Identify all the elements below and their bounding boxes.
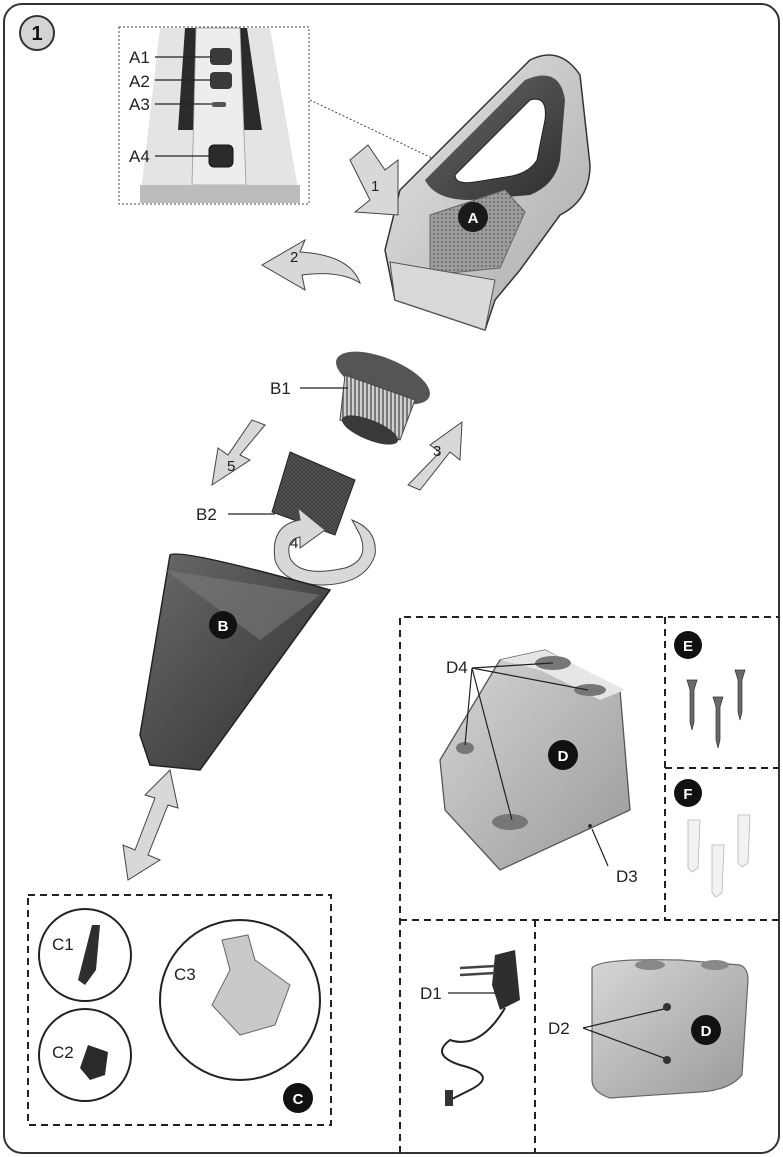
callout-c2: C2 bbox=[52, 1043, 74, 1062]
svg-text:4: 4 bbox=[290, 535, 298, 552]
screws-icon bbox=[686, 669, 746, 749]
arrow-3: 3 bbox=[407, 420, 463, 491]
attachment-double-arrow bbox=[122, 768, 179, 881]
callout-a4: A4 bbox=[129, 147, 150, 166]
callout-b2: B2 bbox=[196, 505, 217, 524]
wide-nozzle-icon bbox=[211, 934, 291, 1036]
callout-a2: A2 bbox=[129, 72, 150, 91]
arrow-5: 5 bbox=[211, 419, 266, 487]
svg-text:1: 1 bbox=[31, 23, 42, 45]
mode-switch bbox=[210, 72, 232, 89]
callout-d4: D4 bbox=[446, 658, 468, 677]
callout-a3: A3 bbox=[129, 95, 150, 114]
release-button bbox=[208, 144, 234, 168]
accessories-group: C1 C2 C3 C bbox=[27, 894, 332, 1126]
inset-leader bbox=[309, 99, 433, 159]
callout-d2: D2 bbox=[548, 1019, 570, 1038]
svg-text:2: 2 bbox=[290, 249, 298, 266]
pleated-filter: B1 bbox=[270, 351, 430, 445]
label-a: A bbox=[468, 210, 479, 227]
callout-c3: C3 bbox=[174, 965, 196, 984]
charge-indicator-icon bbox=[212, 102, 226, 107]
arrow-1: 1 bbox=[349, 144, 399, 216]
wall-plugs-icon bbox=[687, 814, 751, 898]
brush-tool-icon bbox=[80, 1045, 108, 1080]
arrow-4: 4 bbox=[273, 506, 376, 586]
mesh-prefilter: B2 bbox=[196, 451, 356, 536]
charging-base-rear: D bbox=[591, 959, 749, 1099]
step-number-badge: 1 bbox=[19, 15, 55, 51]
callout-b1: B1 bbox=[270, 379, 291, 398]
callout-d1: D1 bbox=[420, 984, 442, 1003]
svg-text:3: 3 bbox=[433, 443, 441, 460]
arrow-2: 2 bbox=[261, 238, 361, 291]
label-e: E bbox=[683, 638, 693, 655]
power-adapter-icon bbox=[441, 950, 520, 1106]
page-border bbox=[3, 3, 780, 1154]
label-b: B bbox=[218, 618, 229, 635]
label-f: F bbox=[683, 786, 692, 803]
svg-text:5: 5 bbox=[227, 458, 235, 475]
crevice-tool-icon bbox=[78, 925, 100, 985]
dust-container: B bbox=[139, 553, 332, 771]
callout-d3: D3 bbox=[616, 867, 638, 886]
label-c: C bbox=[293, 1091, 304, 1108]
control-panel-inset: A1 A2 A3 A4 bbox=[118, 26, 310, 205]
label-d-base: D bbox=[558, 748, 569, 765]
svg-text:1: 1 bbox=[371, 178, 379, 195]
callout-c1: C1 bbox=[52, 935, 74, 954]
callout-a1: A1 bbox=[129, 48, 150, 67]
power-switch bbox=[210, 48, 232, 65]
charging-base-panel: D D4 D3 E F D1 bbox=[399, 616, 779, 1153]
handheld-motor-unit: A bbox=[384, 54, 591, 331]
label-d-rear: D bbox=[701, 1023, 712, 1040]
